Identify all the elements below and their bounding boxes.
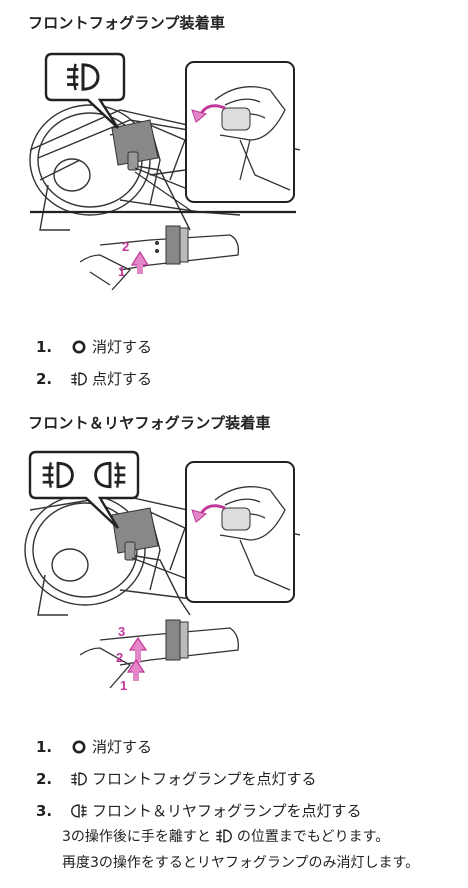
list-text: 消灯する (92, 738, 153, 756)
front-fog-figure: 2 1 (29, 52, 300, 290)
figure-1-label-2: 2 (122, 239, 129, 254)
section-2-title: フロント＆リヤフォグランプ装着車 (28, 414, 271, 432)
off-ring-icon (72, 740, 86, 753)
note-line-1: 3の操作後に手を離すと の位置までもどります。 (62, 826, 389, 846)
figure-2-label-2: 2 (116, 650, 123, 665)
rear-fog-icon (71, 803, 88, 818)
list-item: 1. 消灯する (36, 336, 152, 357)
list-text: 消灯する (92, 338, 153, 356)
off-ring-icon (72, 340, 86, 353)
note-text-b: の位置までもどります。 (236, 829, 390, 845)
figure-1-label-1: 1 (118, 264, 125, 279)
list-number: 1. (36, 737, 53, 756)
front-fog-icon (70, 371, 87, 386)
note-text-a: 3の操作後に手を離すと (62, 829, 211, 845)
figure-2-label-1: 1 (120, 678, 127, 693)
list-text: 点灯する (92, 370, 153, 388)
list-item: 3. フロント＆リヤフォグランプを点灯する (36, 800, 362, 821)
section-1-title: フロントフォグランプ装着車 (28, 14, 226, 32)
list-text: フロント＆リヤフォグランプを点灯する (92, 802, 362, 820)
list-number: 2. (36, 769, 53, 788)
figure-2-label-3: 3 (118, 624, 125, 639)
front-rear-fog-figure: 3 2 1 (24, 450, 300, 693)
list-number: 3. (36, 801, 53, 820)
note-line-2: 再度3の操作をするとリヤフォグランプのみ消灯します。 (62, 852, 419, 872)
note-text: 再度3の操作をするとリヤフォグランプのみ消灯します。 (62, 855, 420, 871)
list-text: フロントフォグランプを点灯する (92, 770, 317, 788)
list-number: 1. (36, 337, 53, 356)
list-number: 2. (36, 369, 53, 388)
list-item: 2. フロントフォグランプを点灯する (36, 768, 317, 789)
front-fog-icon (215, 828, 232, 844)
front-fog-icon (70, 771, 87, 786)
list-item: 2. 点灯する (36, 368, 152, 389)
list-item: 1. 消灯する (36, 736, 152, 757)
